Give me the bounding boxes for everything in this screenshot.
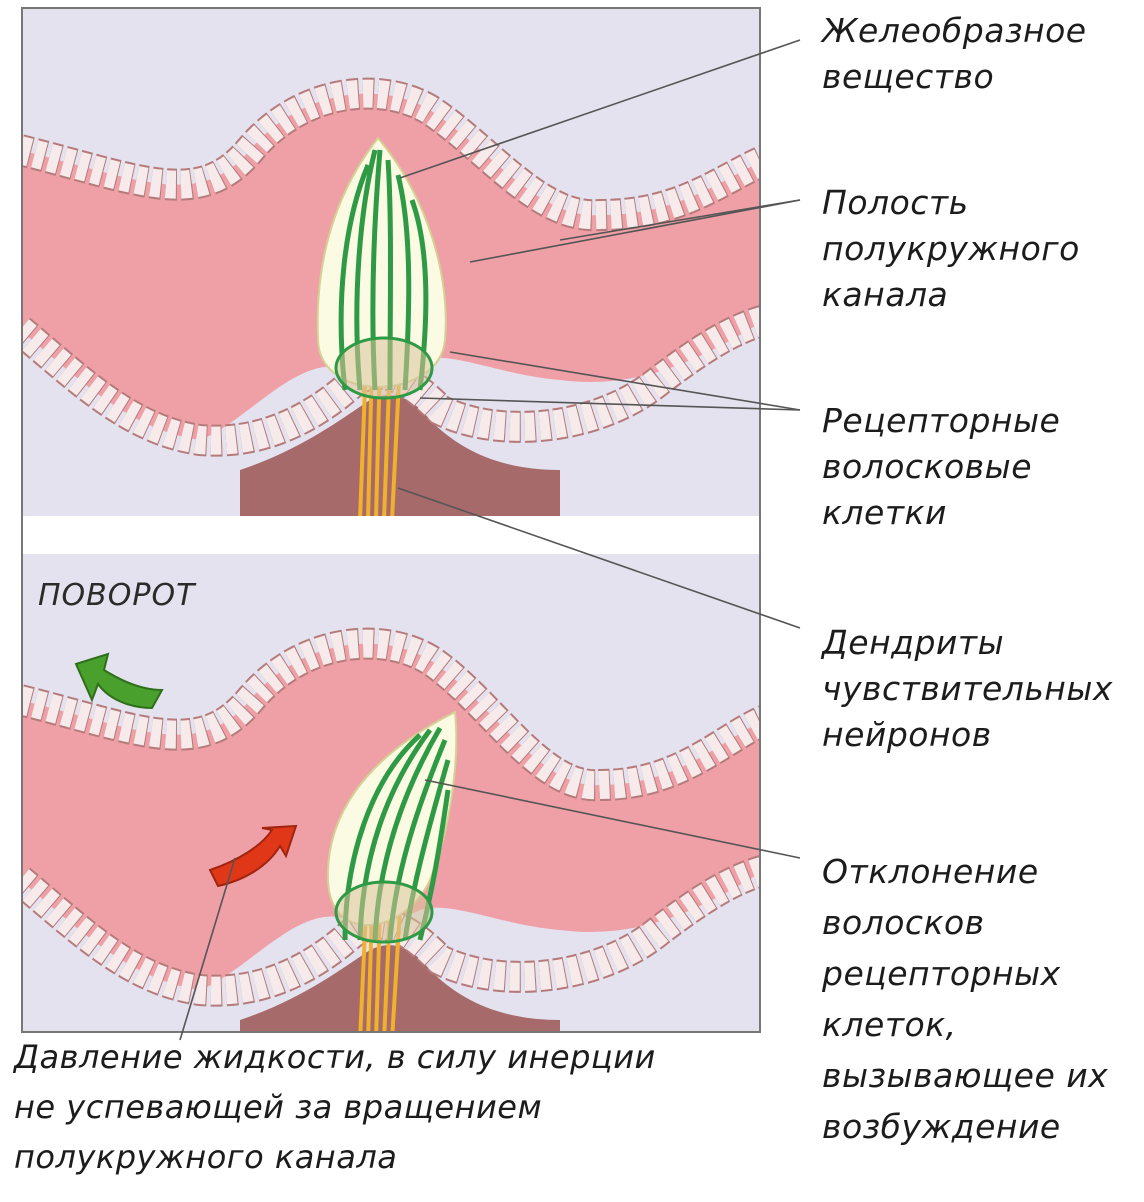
panel-rotation-state — [20, 554, 765, 1040]
label-sensory-dendrites: Дендриты чувствительных нейронов — [822, 620, 1113, 758]
label-gel-substance: Желеобразное вещество — [822, 8, 1087, 100]
label-fluid-pressure: Давление жидкости, в силу инерции не усп… — [14, 1032, 656, 1182]
label-canal-cavity: Полость полукружного канала — [822, 180, 1080, 318]
hair-cell-cluster — [336, 882, 432, 942]
panel-label-rotation: ПОВОРОТ — [38, 578, 195, 613]
label-receptor-hair-cells: Рецепторные волосковые клетки — [822, 398, 1060, 536]
panel-resting-state — [20, 8, 765, 520]
label-hair-deflection: Отклонение волосков рецепторных клеток, … — [822, 846, 1108, 1152]
hair-cell-cluster — [336, 338, 432, 398]
panel-gap — [23, 516, 759, 554]
